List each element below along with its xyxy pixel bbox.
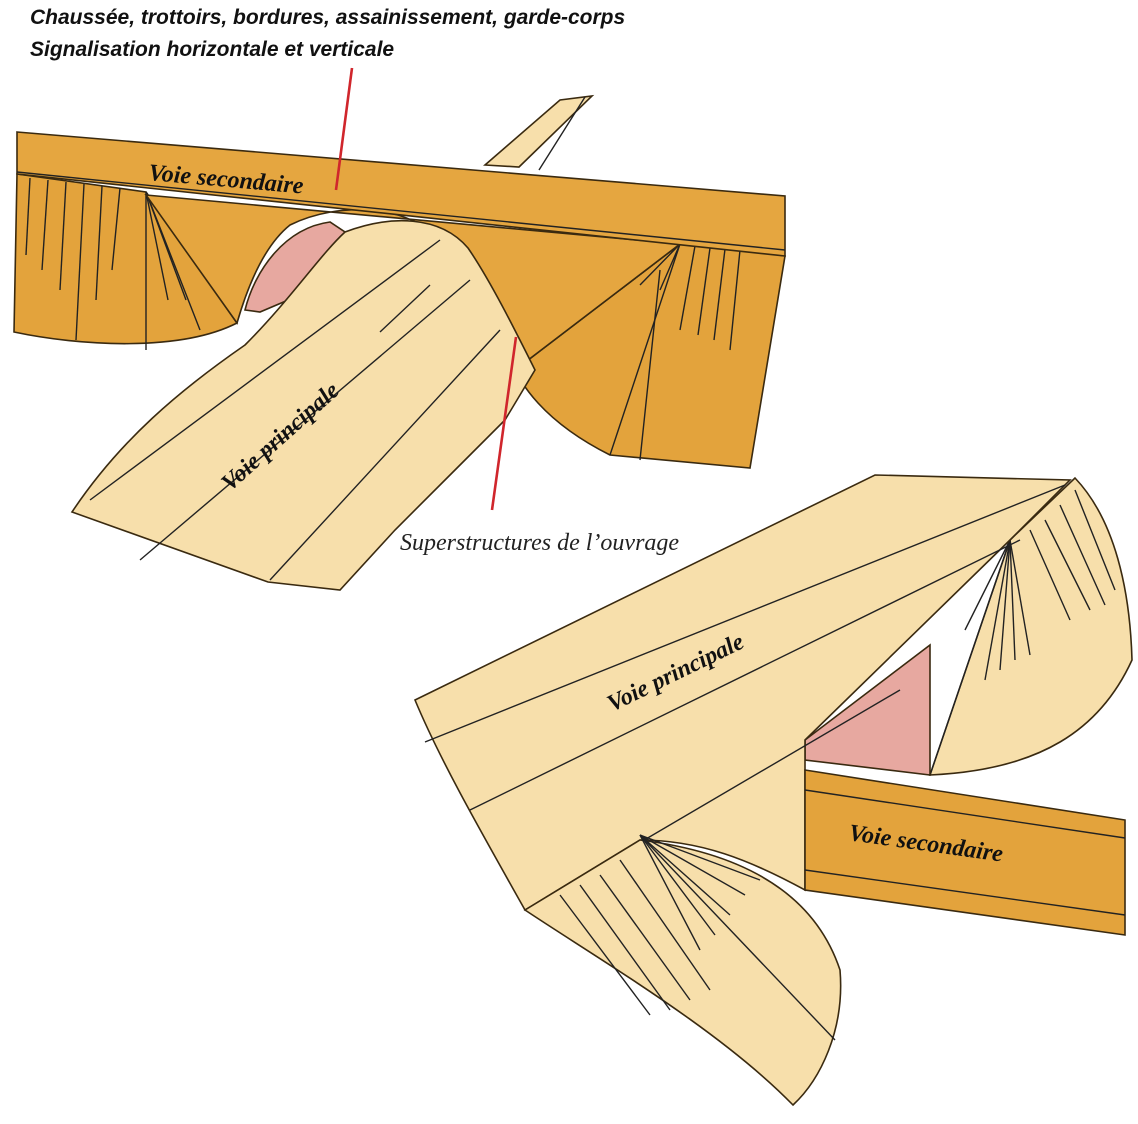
- superstructures-label: Superstructures de l’ouvrage: [400, 530, 679, 556]
- bottom-scene: Voie principale Voie secondaire: [415, 475, 1132, 1105]
- top-label-line1: Chaussée, trottoirs, bordures, assainiss…: [30, 6, 625, 29]
- top-label-line2: Signalisation horizontale et verticale: [30, 38, 394, 61]
- top-scene: Voie secondaire Voie principale: [14, 68, 785, 590]
- top-main-road-far: [485, 96, 592, 167]
